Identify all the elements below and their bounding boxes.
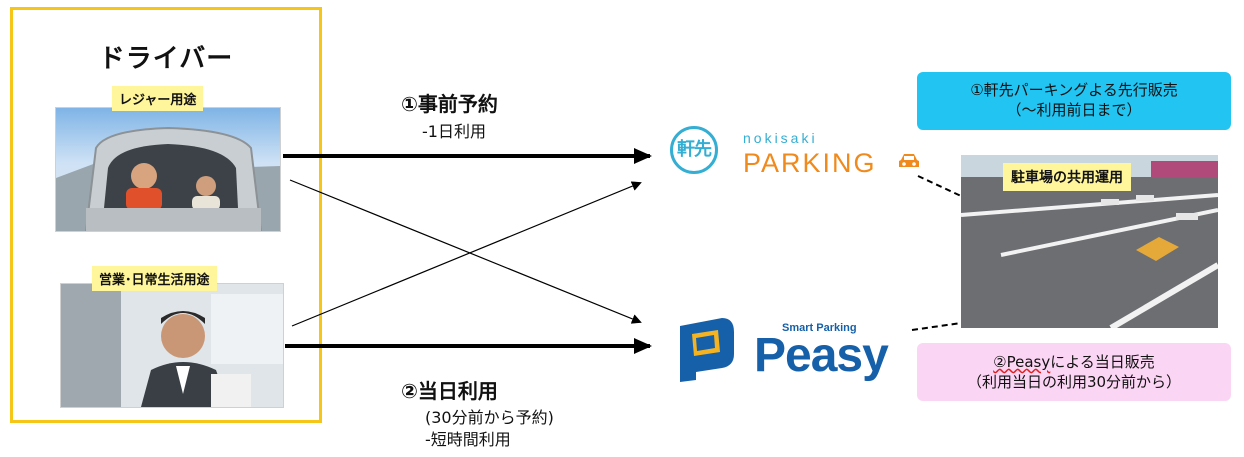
dashed-arrow-nokisaki-to-lot bbox=[917, 175, 1006, 217]
step2-line2: -短時間利用 bbox=[425, 430, 511, 449]
step1-subtitle: -1日利用 bbox=[422, 122, 486, 141]
nokisaki-circle-mark: 軒先 bbox=[670, 126, 718, 174]
peasy-sale-rest: による当日販売 bbox=[1050, 353, 1155, 371]
driver-title: ドライバー bbox=[98, 44, 234, 74]
peasy-sale-line2: （利用当日の利用30分前から） bbox=[966, 373, 1182, 391]
nokisaki-sale-line2: （～利用前日まで） bbox=[1006, 101, 1142, 119]
nokisaki-sale-box: ①軒先パーキングよる先行販売 （～利用前日まで） bbox=[917, 72, 1231, 130]
business-driver-photo bbox=[60, 283, 284, 408]
peasy-p-icon bbox=[680, 318, 734, 382]
nokisaki-parking-logo: 軒先 nokisaki PARKING bbox=[670, 121, 920, 185]
nokisaki-small-text: nokisaki bbox=[743, 130, 818, 146]
step2-title: ②当日利用 bbox=[401, 379, 498, 403]
nokisaki-parking-text: PARKING bbox=[743, 148, 877, 178]
business-label: 営業･日常生活用途 bbox=[92, 266, 217, 291]
driver-frame bbox=[10, 7, 322, 423]
arrow-leisure-to-peasy bbox=[289, 179, 642, 324]
step1-title: ①事前予約 bbox=[401, 92, 498, 116]
peasy-sale-box: ②Peasyによる当日販売 （利用当日の利用30分前から） bbox=[917, 343, 1231, 401]
peasy-sale-brand: ②Peasy bbox=[993, 353, 1051, 371]
arrow-business-to-nokisaki bbox=[291, 181, 642, 327]
parking-lot-label: 駐車場の共用運用 bbox=[1003, 163, 1131, 191]
peasy-sale-line1: ②Peasyによる当日販売 bbox=[917, 352, 1231, 372]
leisure-driver-photo bbox=[55, 107, 281, 232]
peasy-small-text: Smart Parking bbox=[782, 322, 857, 334]
nokisaki-sale-line1: ①軒先パーキングよる先行販売 bbox=[970, 81, 1178, 99]
car-icon bbox=[899, 154, 919, 167]
leisure-label: レジャー用途 bbox=[112, 86, 204, 111]
peasy-word: Peasy bbox=[754, 329, 889, 382]
peasy-logo: Smart Parking Peasy bbox=[674, 318, 904, 382]
step2-line1: (30分前から予約) bbox=[425, 408, 554, 427]
